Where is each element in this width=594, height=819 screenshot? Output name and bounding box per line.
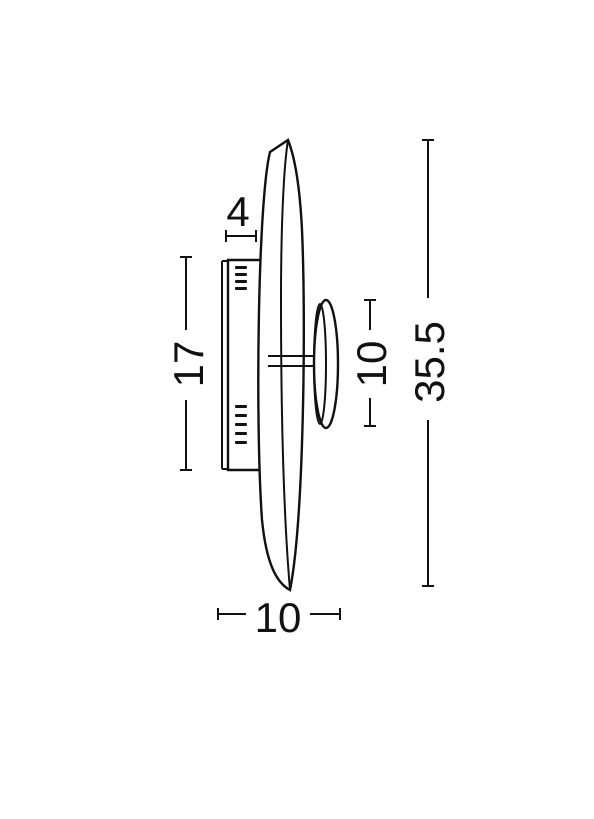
vent-slots-top	[235, 266, 247, 290]
dim-overall-depth: 10	[217, 594, 341, 641]
dim-front-disc-height: 10	[348, 299, 395, 427]
dim-overall-depth-label: 10	[255, 594, 302, 641]
dim-base-depth: 4	[225, 188, 257, 242]
dim-overall-height: 35.5	[406, 139, 453, 587]
dim-front-disc-height-label: 10	[348, 341, 395, 388]
vent-slots-bottom	[235, 405, 247, 444]
dim-base-height: 17	[165, 256, 212, 471]
connecting-rod	[268, 355, 318, 367]
dim-base-depth-label: 4	[226, 188, 249, 235]
dim-base-height-label: 17	[165, 341, 212, 388]
front-disc	[312, 298, 340, 430]
dim-overall-height-label: 35.5	[406, 321, 453, 403]
